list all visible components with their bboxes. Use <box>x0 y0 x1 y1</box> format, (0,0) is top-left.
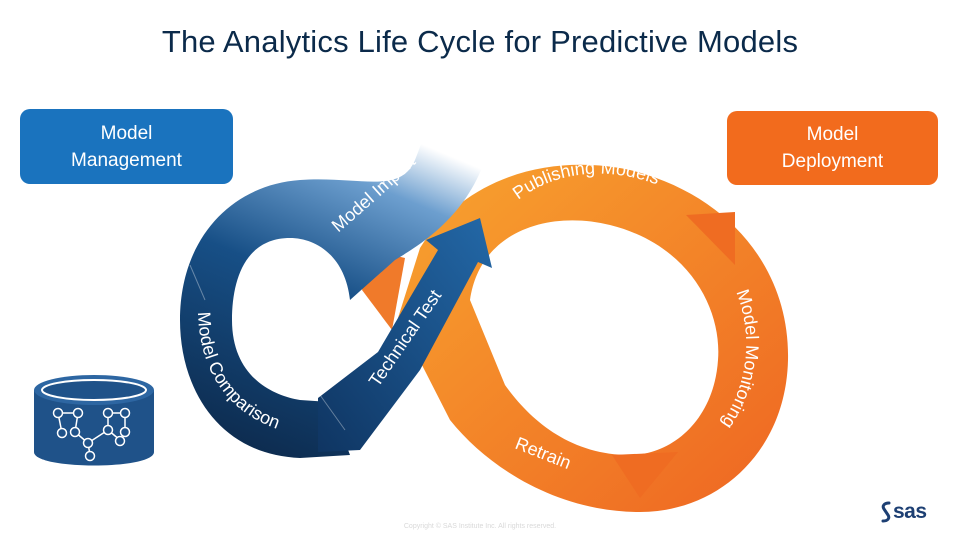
sas-logo-text: sas <box>893 500 927 523</box>
model-deployment-label-line1: Model <box>806 124 859 145</box>
model-management-box: Model Management <box>20 109 233 184</box>
page-title: The Analytics Life Cycle for Predictive … <box>161 24 799 59</box>
sas-swirl-icon <box>881 501 891 523</box>
model-management-label-line2: Management <box>71 149 182 171</box>
sas-logo: sas <box>880 499 927 525</box>
blue-swoosh-band <box>180 88 490 458</box>
monitoring-arrowhead <box>612 452 678 498</box>
orange-loop-band <box>398 164 789 512</box>
model-deployment-box: Model Deployment <box>727 111 938 185</box>
model-deployment-label-line2: Deployment <box>781 151 884 172</box>
copyright-notice: Copyright © SAS Institute Inc. All right… <box>403 523 557 530</box>
segment-divider-2 <box>319 394 346 431</box>
segment-divider-1 <box>189 264 206 301</box>
technical-test-arrow <box>318 218 492 452</box>
database-network-icon <box>34 375 154 466</box>
model-management-label-line1: Model <box>100 122 153 144</box>
publishing-arrowhead <box>686 212 735 265</box>
